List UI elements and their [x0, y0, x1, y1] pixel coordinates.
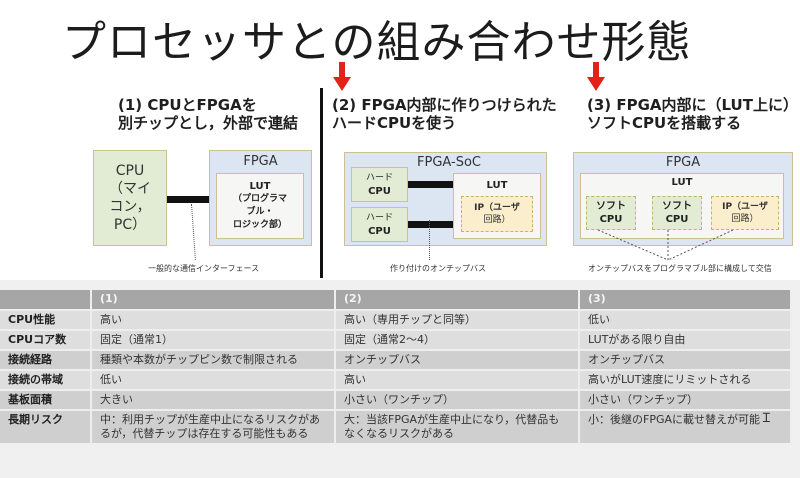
section3-caption: オンチップバスをプログラマブル部に構成して交信	[588, 264, 772, 273]
fpga-soc-label: FPGA-SoC	[417, 155, 481, 170]
table-cell: 小さい（ワンチップ）	[335, 390, 580, 411]
text-cursor-icon: Ɪ	[762, 411, 770, 426]
table-row: 接続の帯域 低い 高い 高いがLUT速度にリミットされる	[0, 370, 792, 391]
hard-cpu-box: ハード CPU	[351, 167, 408, 202]
cpu-label: CPU	[368, 185, 391, 197]
table-cell: 固定（通常1）	[91, 330, 336, 351]
table-row: CPU性能 高い 高い（専用チップと同等） 低い	[0, 310, 792, 331]
lut-label: LUT	[486, 180, 508, 191]
table-cell: 高い（専用チップと同等）	[335, 310, 580, 331]
soft-cpu-box: ソフト CPU	[652, 196, 702, 230]
heading-line: (1) CPUとFPGAを	[118, 96, 257, 114]
slide-title: プロセッサとの組み合わせ形態	[62, 17, 692, 68]
lut-sub: ロジック部）	[232, 220, 287, 230]
hard-label: ハード	[365, 212, 393, 223]
header-cell: (3)	[579, 290, 792, 311]
lut-box: LUT （プログラマ ブル・ ロジック部）	[216, 173, 304, 239]
lut-label: LUT	[249, 181, 271, 192]
table-cell: 種類や本数がチップピン数で制限される	[91, 350, 336, 371]
ip-sub: 回路）	[731, 214, 759, 224]
section1-caption: 一般的な通信インターフェース	[148, 264, 260, 273]
section1-heading: (1) CPUとFPGAを 別チップとし，外部で連結	[118, 96, 298, 132]
ip-user-circuit-box: IP（ユーザ 回路）	[461, 196, 533, 232]
fpga-label: FPGA	[243, 154, 278, 169]
cpu-label: CPU	[368, 225, 391, 237]
onchip-bus-line	[408, 221, 454, 228]
cpu-sub: （マイ	[109, 181, 151, 197]
row-label: CPU性能	[0, 310, 92, 331]
lut-box: LUT ソフト CPU ソフト CPU IP（ユーザ 回路）	[580, 173, 784, 239]
row-label: 基板面積	[0, 390, 92, 411]
cpu-label: CPU	[665, 214, 689, 225]
table-header-row: (1) (2) (3)	[0, 290, 792, 311]
heading-line: (3) FPGA内部に（LUT上に）	[587, 96, 798, 114]
lut-sub: ブル・	[246, 207, 274, 217]
cpu-box: CPU （マイ コン， PC）	[93, 150, 167, 246]
table-cell: LUTがある限り自由	[579, 330, 792, 351]
callout-line	[429, 220, 430, 260]
heading-line: ソフトCPUを搭載する	[587, 114, 742, 132]
section2-caption: 作り付けのオンチップバス	[390, 264, 486, 273]
onchip-bus-line	[408, 181, 454, 188]
comparison-table: (1) (2) (3) CPU性能 高い 高い（専用チップと同等） 低い CPU…	[0, 290, 792, 445]
table-cell: 大きい	[91, 390, 336, 411]
lut-sub: （プログラマ	[232, 194, 287, 204]
fpga-soc-box: FPGA-SoC ハード CPU ハード CPU LUT IP（ユーザ 回路）	[344, 152, 547, 246]
table-cell: オンチップバス	[579, 350, 792, 371]
row-label: 長期リスク	[0, 410, 92, 445]
cpu-sub: コン，	[109, 199, 151, 215]
table-cell: 低い	[91, 370, 336, 391]
cpu-sub: PC）	[113, 217, 147, 233]
heading-line: ハードCPUを使う	[332, 114, 457, 132]
table-cell: 小：後継のFPGAに載せ替えが可能	[579, 410, 792, 445]
cpu-label: CPU	[115, 163, 145, 179]
callout-line	[191, 203, 196, 260]
table-row: 長期リスク 中：利用チップが生産中止になるリスクがあるが，代替チップは存在する可…	[0, 410, 792, 445]
fpga-box: FPGA LUT ソフト CPU ソフト CPU IP（ユーザ 回路）	[573, 152, 793, 246]
section-divider	[320, 88, 323, 278]
row-label: 接続の帯域	[0, 370, 92, 391]
bus-callout-lines	[597, 230, 734, 261]
table-cell: 高いがLUT速度にリミットされる	[579, 370, 792, 391]
section2-heading: (2) FPGA内部に作りつけられた ハードCPUを使う	[332, 96, 557, 132]
table-cell: 高い	[91, 310, 336, 331]
section3-heading: (3) FPGA内部に（LUT上に） ソフトCPUを搭載する	[587, 96, 798, 132]
red-arrow-down-icon	[333, 62, 351, 92]
table-cell: オンチップバス	[335, 350, 580, 371]
fpga-label: FPGA	[665, 155, 701, 170]
header-cell: (2)	[335, 290, 580, 311]
soft-label: ソフト	[662, 201, 692, 212]
heading-line: (2) FPGA内部に作りつけられた	[332, 96, 557, 114]
table-cell: 大：当該FPGAが生産中止になり，代替品もなくなるリスクがある	[335, 410, 580, 445]
hard-cpu-box: ハード CPU	[351, 207, 408, 242]
ip-sub: 回路）	[483, 215, 511, 225]
soft-cpu-box: ソフト CPU	[586, 196, 636, 230]
row-label: CPUコア数	[0, 330, 92, 351]
header-cell: (1)	[91, 290, 336, 311]
red-arrow-down-icon	[587, 62, 605, 92]
table-cell: 高い	[335, 370, 580, 391]
table-cell: 低い	[579, 310, 792, 331]
ip-label: IP（ユーザ	[474, 203, 520, 213]
table-row: 接続経路 種類や本数がチップピン数で制限される オンチップバス オンチップバス	[0, 350, 792, 371]
table-row: CPUコア数 固定（通常1） 固定（通常2～4） LUTがある限り自由	[0, 330, 792, 351]
fpga-box: FPGA LUT （プログラマ ブル・ ロジック部）	[209, 150, 312, 246]
header-cell	[0, 290, 92, 311]
ip-user-circuit-box: IP（ユーザ 回路）	[711, 196, 779, 230]
table-cell: 中：利用チップが生産中止になるリスクがあるが，代替チップは存在する可能性もある	[91, 410, 336, 445]
external-bus-line	[167, 196, 210, 203]
ip-label: IP（ユーザ	[722, 202, 768, 212]
row-label: 接続経路	[0, 350, 92, 371]
hard-label: ハード	[365, 172, 393, 183]
table-row: 基板面積 大きい 小さい（ワンチップ） 小さい（ワンチップ）	[0, 390, 792, 411]
heading-line: 別チップとし，外部で連結	[118, 114, 299, 132]
table-cell: 小さい（ワンチップ）	[579, 390, 792, 411]
lut-box: LUT IP（ユーザ 回路）	[453, 173, 541, 239]
soft-label: ソフト	[596, 201, 626, 212]
cpu-label: CPU	[599, 214, 623, 225]
lut-label: LUT	[671, 177, 693, 188]
table-cell: 固定（通常2～4）	[335, 330, 580, 351]
